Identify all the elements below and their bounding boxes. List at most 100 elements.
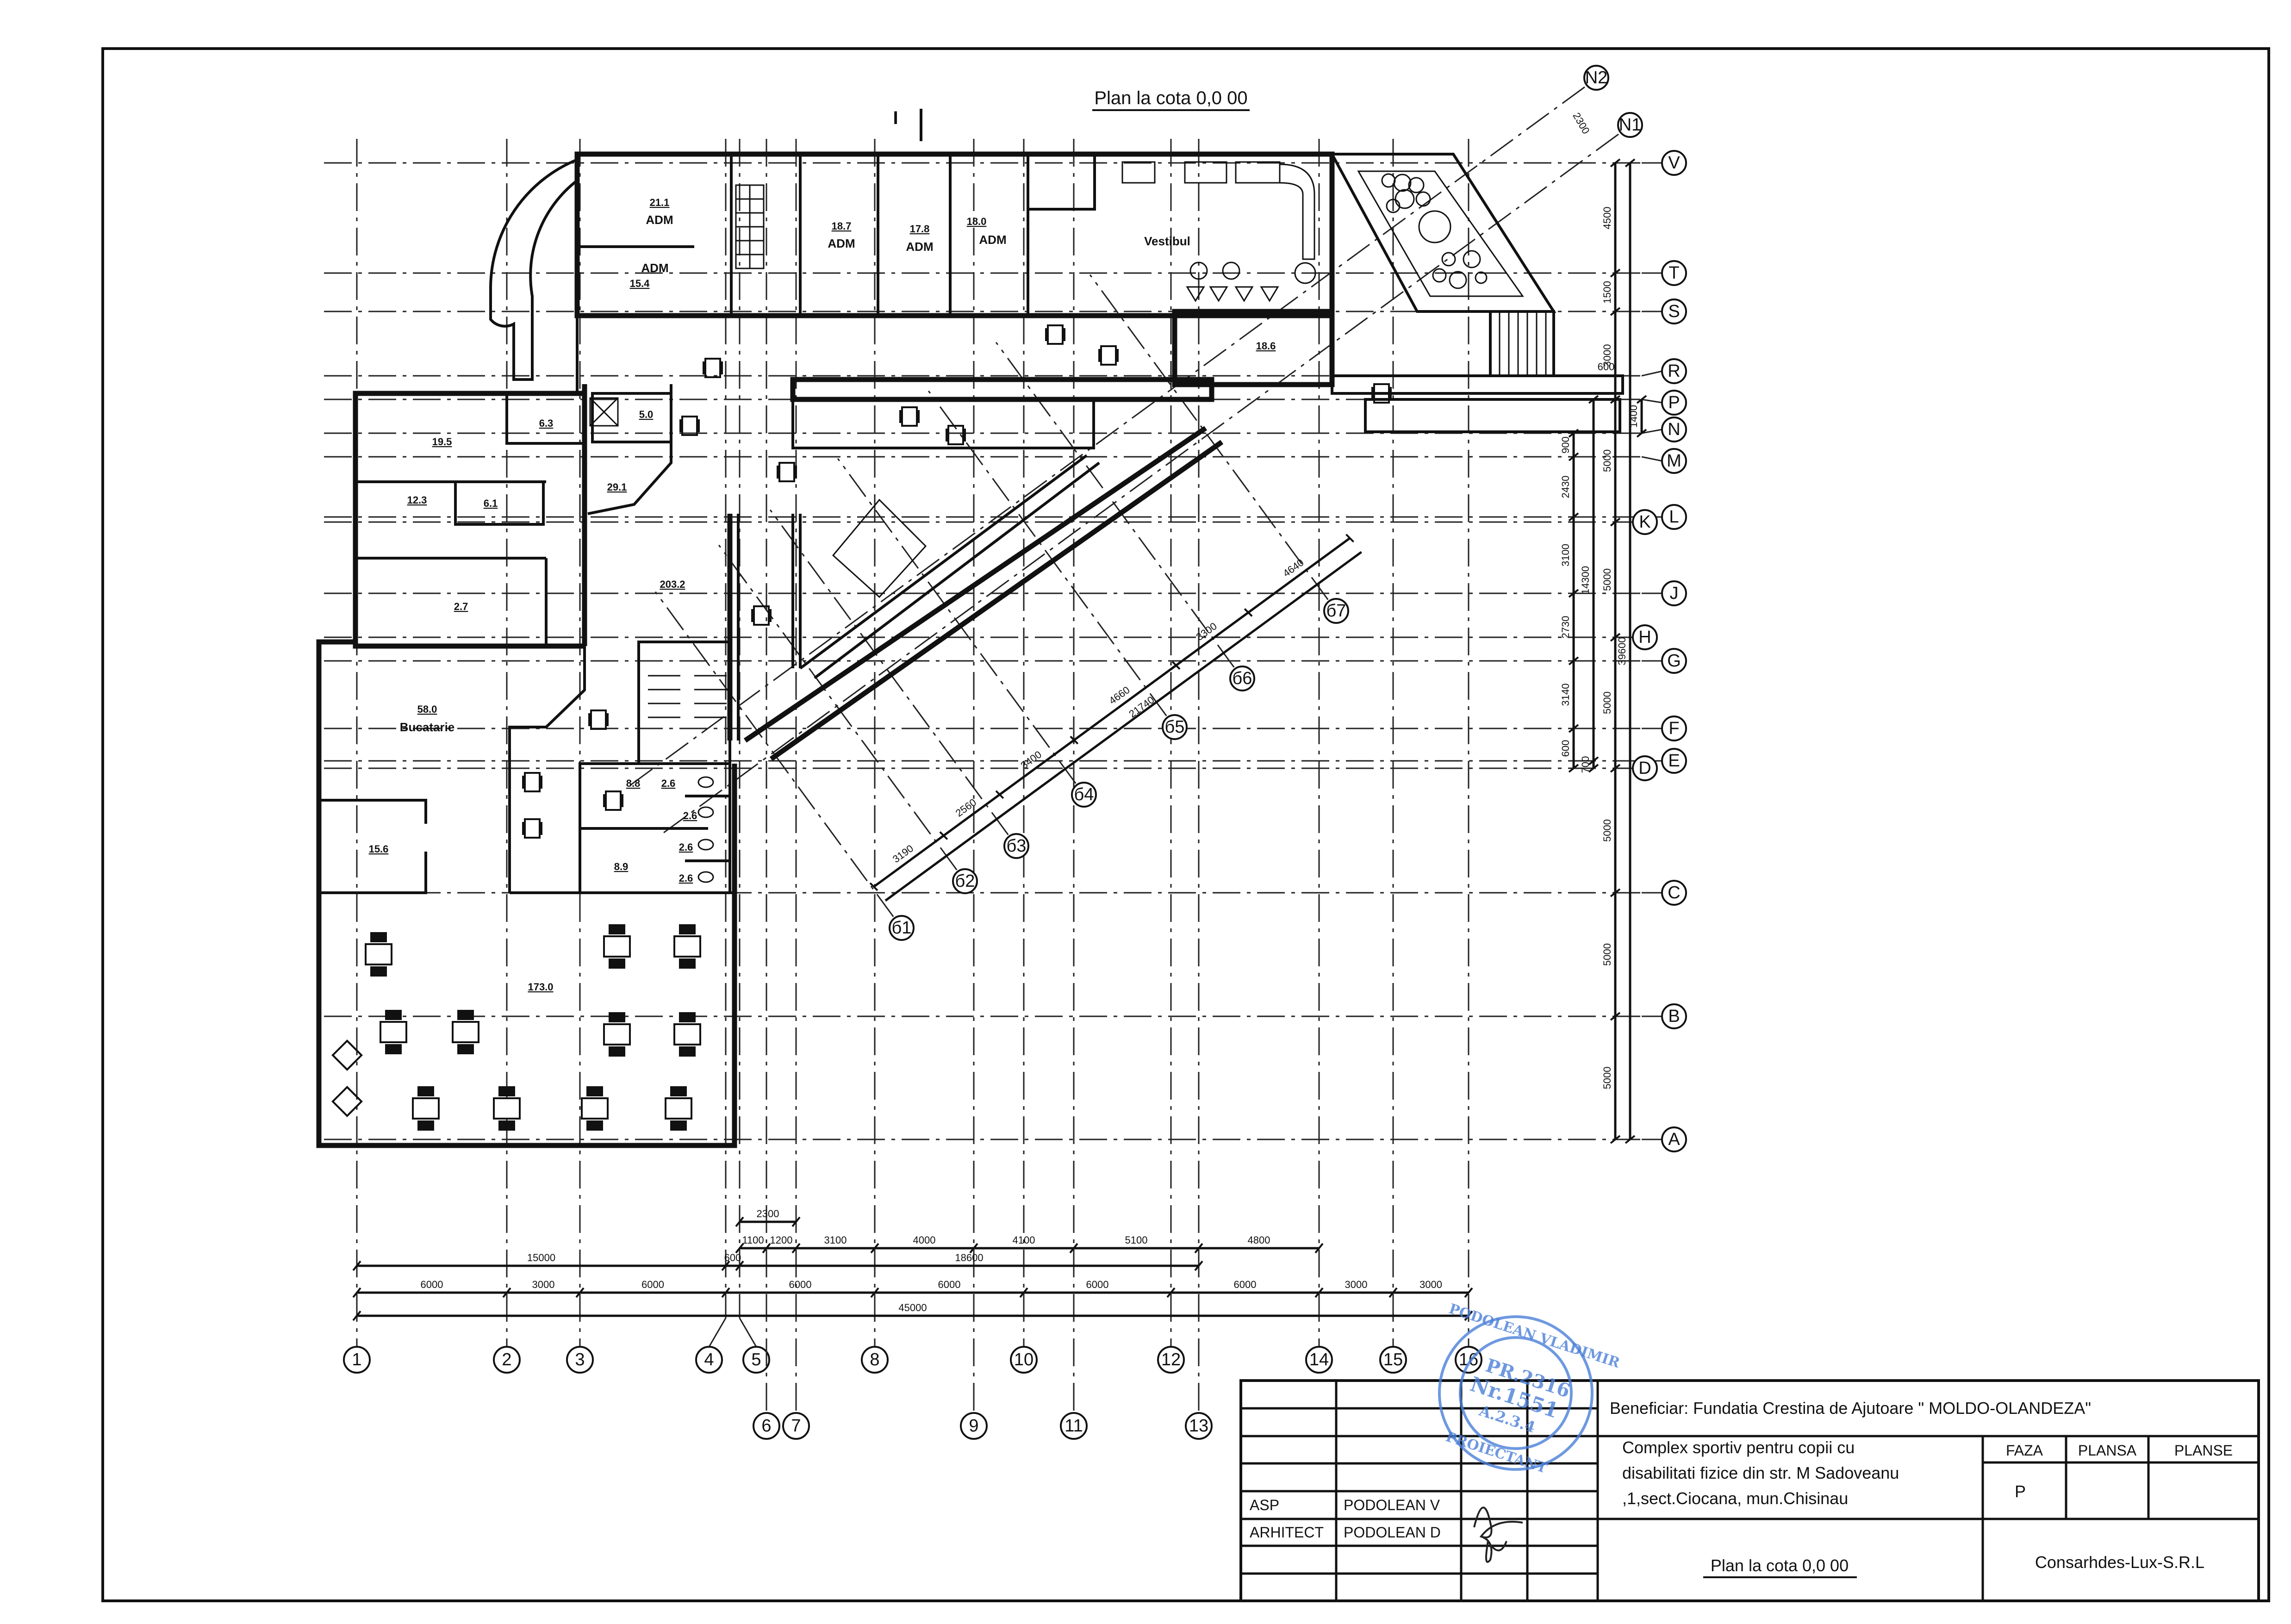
staff-name: PODOLEAN V [1344,1497,1440,1513]
room-area: 58.0 [417,703,437,715]
dining-furniture [331,324,1392,1131]
dim-tick [1070,735,1079,745]
axis-label: 13 [1189,1416,1208,1436]
axis-marker-9 [960,1412,988,1440]
axis-label: б3 [1007,836,1027,856]
dim-tick [1588,764,1599,773]
round-table [331,1039,363,1071]
table-with-chairs [365,932,392,977]
room-area: 18.7 [832,220,852,232]
beneficiar-text: Beneficiar: Fundatia Crestina de Ajutoar… [1610,1399,2091,1418]
table-with-chairs [673,1012,701,1057]
table-with-chairs [380,1010,407,1054]
dim-text: 45000 [898,1302,927,1313]
inclined-axis-line [658,133,1619,837]
dim-text: 2730 [1560,616,1571,639]
planter-plants [1381,173,1488,289]
dim-tick [969,1243,978,1254]
wheelchair-icon [946,425,966,445]
inclined-axis-line [624,86,1585,790]
dim-tick [1388,1287,1398,1298]
vestibule-furniture [1121,161,1316,302]
axis-leader [1641,370,1662,377]
section-mark-top: I [893,108,922,141]
dim-text: 1400 [1628,405,1639,428]
toilet-icon [697,806,714,818]
room-area: 5.0 [639,409,654,420]
staff-name: PODOLEAN D [1344,1524,1441,1541]
room-area: 12.3 [407,494,427,506]
dim-tick [1464,1310,1473,1321]
dim-text: 5000 [1601,819,1613,842]
axis-label: 4 [704,1350,714,1369]
dim-text: 6000 [938,1279,961,1290]
diagonal-axis-marker [1162,714,1188,740]
axis-marker-R [1661,358,1687,384]
dim-tick [1171,661,1181,670]
dim-tick [352,1260,361,1271]
axis-marker-J [1661,580,1687,606]
axis-marker-N [1661,417,1687,442]
axis-marker-H [1632,624,1658,650]
dim-tick [1636,429,1647,438]
dim-text: 4100 [1013,1234,1035,1246]
axis-marker-D [1632,755,1658,781]
dim-tick [1610,633,1621,642]
axis-marker-5 [742,1346,770,1374]
dim-text: 6000 [641,1279,664,1290]
dim-tick [1069,1243,1078,1254]
axis-marker-B [1661,1003,1687,1029]
dim-tick [791,1216,801,1227]
axis-leader [1641,456,1662,462]
dim-tick [721,1260,730,1271]
dim-tick [352,1287,361,1298]
axis-leader [739,1318,757,1347]
dim-text: 2300 [757,1208,779,1220]
table-with-chairs [665,1086,692,1131]
room-area: 18.0 [967,216,987,227]
building-walls [316,151,1624,1148]
axis-label: 1 [352,1350,361,1369]
axis-marker-K [1632,509,1658,535]
dim-tick [1610,888,1621,897]
sheet-border [101,47,2270,1602]
company-name: Consarhdes-Lux-S.R.L [2035,1553,2204,1572]
diagonal-axis-line [837,458,1077,784]
project-line-1: Complex sportiv pentru copii cu [1622,1438,1855,1457]
room-area: 2.6 [683,810,697,821]
room-name: ADM [828,236,855,250]
diagonal-axis-marker [889,915,915,941]
dim-tick [735,1243,744,1254]
dim-text: 4640 [1281,557,1306,579]
axis-label: G [1667,651,1681,671]
axis-marker-2 [493,1346,521,1374]
axis-label: 3 [575,1350,585,1369]
wheelchair-icon [703,358,723,378]
dim-text: 6000 [1086,1279,1109,1290]
room-area: 15.6 [369,843,389,855]
dim-tick [352,1310,361,1321]
dim-tick [502,1287,511,1298]
axis-label: 11 [1065,1416,1083,1436]
table-with-chairs [673,924,701,969]
axis-marker-3 [566,1346,594,1374]
dim-tick [735,1260,744,1271]
diagonal-axis-marker [1229,666,1255,691]
dim-text: 2300 [1570,111,1592,136]
dim-text: 3000 [532,1279,555,1290]
axis-label: C [1668,883,1680,902]
dim-text: 39600 [1616,637,1628,665]
dim-tick [939,831,948,840]
dim-text: 3100 [1560,544,1571,566]
room-area: 2.7 [454,601,468,612]
toilet-icon [697,871,714,883]
axis-marker-14 [1305,1346,1333,1374]
dim-tick [1244,608,1253,617]
wheelchair-icon [603,790,623,811]
diagonal-axis-marker [1003,833,1029,859]
dim-text: 18600 [955,1252,983,1263]
dim-tick [1568,512,1579,522]
dim-tick [1610,1135,1621,1144]
dim-text: 5000 [1601,449,1613,472]
